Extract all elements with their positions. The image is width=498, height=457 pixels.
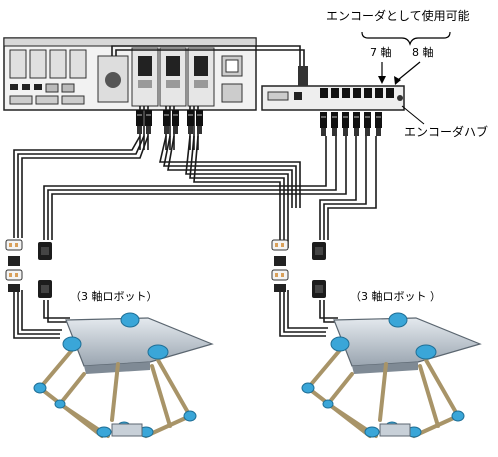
robot-right (301, 312, 482, 438)
robot-left (33, 312, 214, 438)
encoder-hub-annotation: エンコーダハブ (401, 105, 488, 139)
cable-bundle-left (13, 135, 377, 248)
hub-connectors (320, 112, 382, 136)
down-runs (13, 290, 338, 339)
encoder-usable-label: エンコーダとして使用可能 (326, 8, 470, 23)
encoder-hub (261, 85, 405, 111)
controller-unit (3, 37, 257, 111)
axis7-label: 7 軸 (370, 45, 392, 59)
encoder-hub-label: エンコーダハブ (404, 124, 488, 139)
encoder-usable-annotation: エンコーダとして使用可能 7 軸 8 軸 (326, 8, 470, 85)
axis8-label: 8 軸 (412, 45, 434, 59)
left-connectors (5, 239, 52, 298)
robot-left-label: （3 軸ロボット） (70, 289, 158, 303)
robot-right-label: （3 軸ロボット ） (350, 289, 441, 303)
right-connectors (271, 239, 326, 298)
